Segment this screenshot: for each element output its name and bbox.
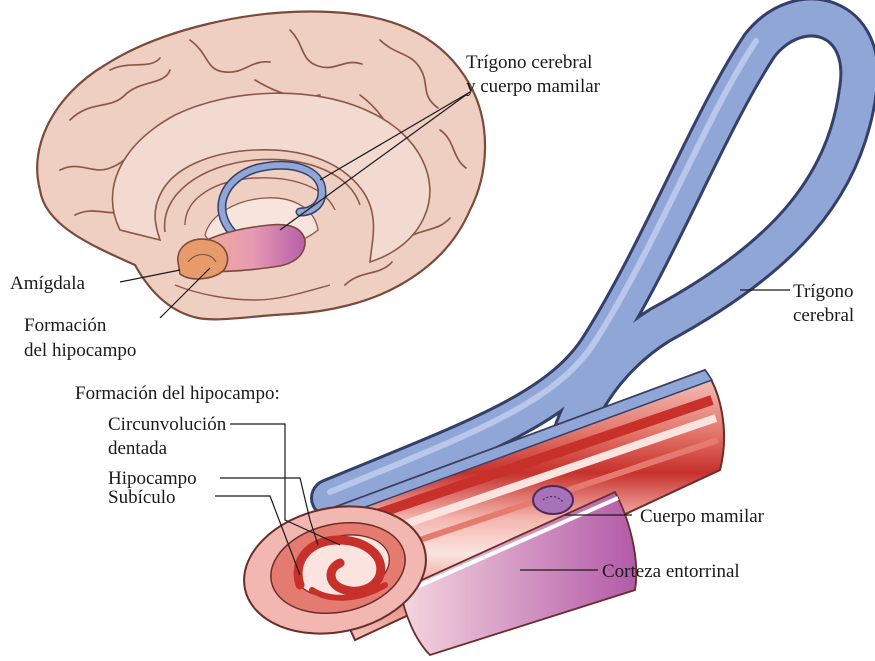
label-trigono-line1: Trígono	[793, 281, 854, 302]
brain-amygdala	[178, 239, 228, 279]
label-trigono-cuerpo-line1: Trígono cerebral	[466, 52, 592, 73]
label-subiculo: Subículo	[108, 487, 176, 508]
brain-illustration	[37, 12, 485, 320]
label-formacion-header: Formación del hipocampo:	[75, 383, 280, 404]
label-amigdala: Amígdala	[10, 273, 85, 294]
label-circunvolucion-line1: Circunvolución	[108, 414, 227, 435]
label-hipocampo: Hipocampo	[108, 468, 197, 489]
label-corteza-entorrinal: Corteza entorrinal	[602, 561, 740, 582]
label-trigono-cuerpo-line2: y cuerpo mamilar	[466, 76, 601, 97]
label-trigono-line2: cerebral	[793, 305, 854, 326]
label-formacion-line1: Formación	[24, 315, 107, 336]
label-formacion-line2: del hipocampo	[24, 340, 136, 361]
mammillary-body	[533, 486, 573, 514]
label-cuerpo-mamilar: Cuerpo mamilar	[640, 506, 765, 527]
label-circunvolucion-line2: dentada	[108, 438, 168, 459]
